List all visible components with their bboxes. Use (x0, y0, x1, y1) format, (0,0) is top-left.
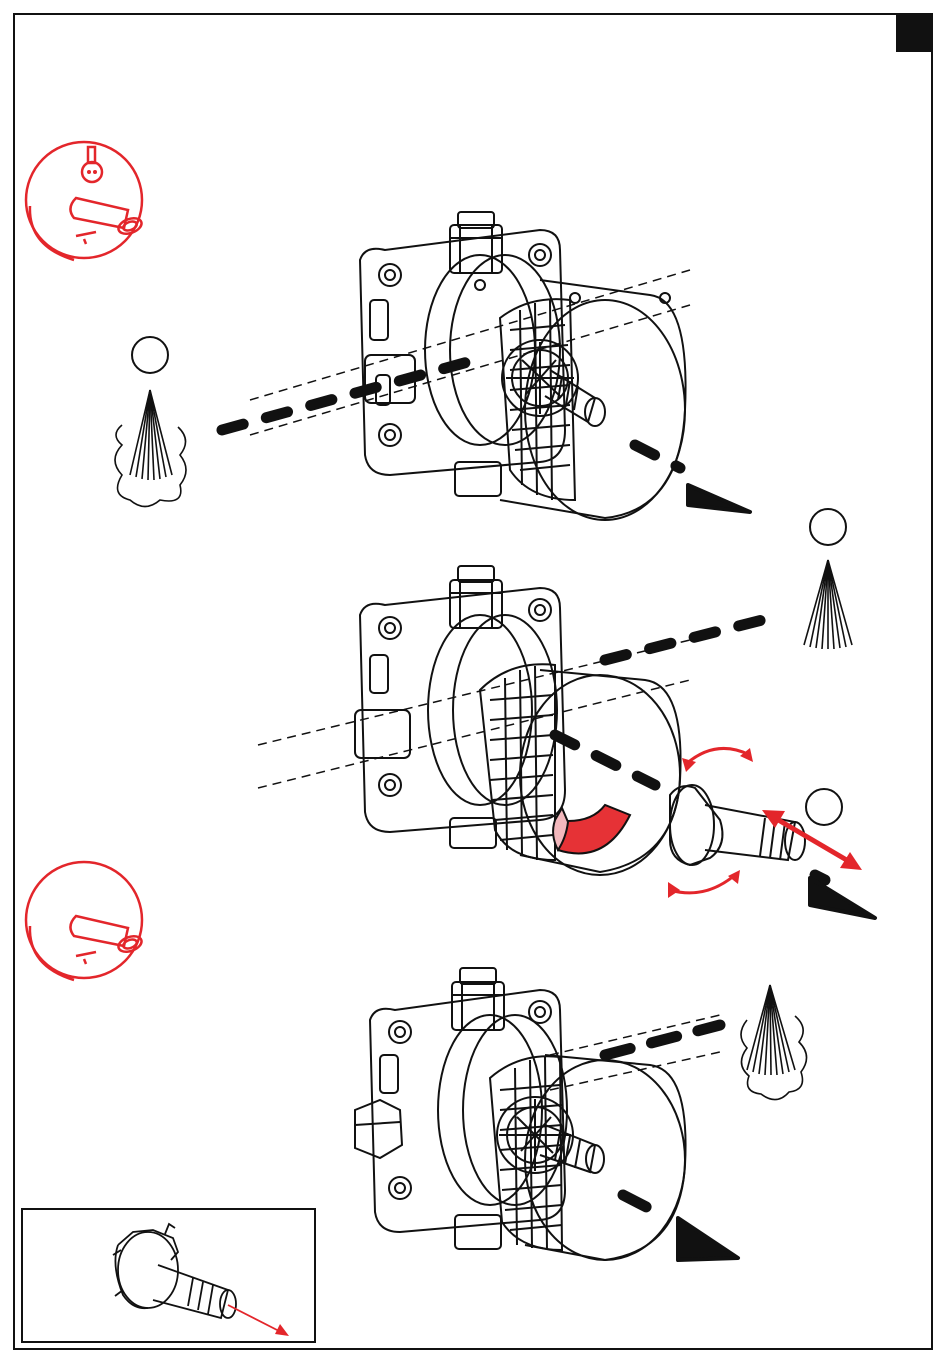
direction-arrow-icon (688, 485, 750, 512)
direction-arrow-icon (678, 1218, 738, 1260)
corner-tab (896, 15, 933, 52)
valve-body-step-1 (210, 200, 770, 530)
spout-handle-icon (20, 138, 150, 263)
double-arrow-icon (762, 810, 862, 870)
rotate-arrow-icon (553, 805, 630, 853)
cartridge-detail (23, 1210, 314, 1341)
cartridge-detail-inset (21, 1208, 316, 1343)
spout-icon (20, 858, 150, 983)
water-flow-icon (100, 335, 200, 515)
valve-body-step-2 (250, 560, 890, 930)
direction-arrow-icon (810, 878, 875, 918)
valve-body-step-3 (340, 960, 760, 1265)
